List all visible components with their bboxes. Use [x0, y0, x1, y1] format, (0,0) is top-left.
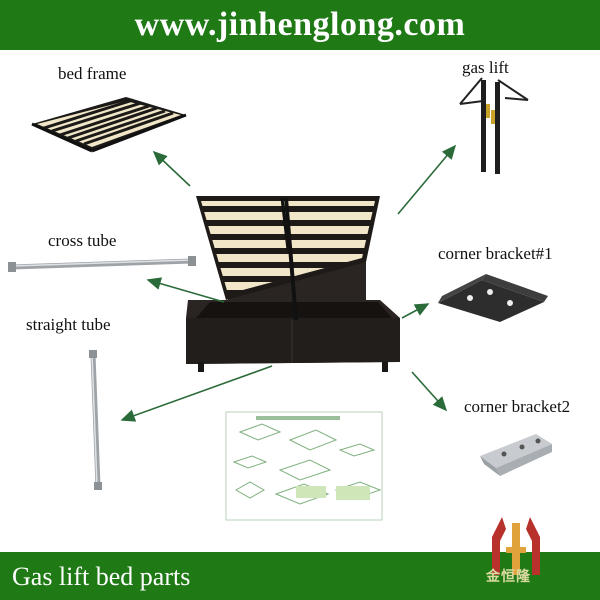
arrow-straight-tube	[120, 365, 273, 422]
website-url: www.jinhenglong.com	[134, 6, 466, 43]
caption-text: Gas lift bed parts	[12, 562, 191, 591]
website-banner: www.jinhenglong.com	[0, 0, 600, 50]
arrow-bed-frame	[152, 150, 191, 187]
straight-tube-part	[89, 350, 102, 490]
corner-bracket-1-part	[438, 274, 548, 322]
corner-bracket-1-label: corner bracket#1	[438, 244, 553, 263]
corner-bracket-2-label: corner bracket2	[464, 397, 571, 416]
gas-lift-part	[459, 77, 529, 174]
arrow-gas-lift	[397, 144, 457, 215]
arrow-corner-bracket-2	[411, 371, 448, 412]
cross-tube-part	[8, 256, 196, 272]
gas-lift-label: gas lift	[462, 58, 509, 77]
arrow-cross-tube	[146, 277, 225, 303]
straight-tube-label: straight tube	[26, 315, 111, 334]
pointer-arrows	[120, 144, 457, 422]
brand-logo-icon	[492, 517, 540, 575]
brand-logo-text: 金恒隆	[486, 569, 531, 585]
storage-bed	[186, 196, 400, 372]
instruction-sheet	[225, 411, 383, 521]
bed-frame-label: bed frame	[58, 64, 127, 83]
arrow-corner-bracket-1	[401, 303, 430, 319]
corner-bracket-2-part	[480, 434, 552, 476]
cross-tube-label: cross tube	[48, 231, 117, 250]
bed-frame-part	[31, 97, 187, 153]
